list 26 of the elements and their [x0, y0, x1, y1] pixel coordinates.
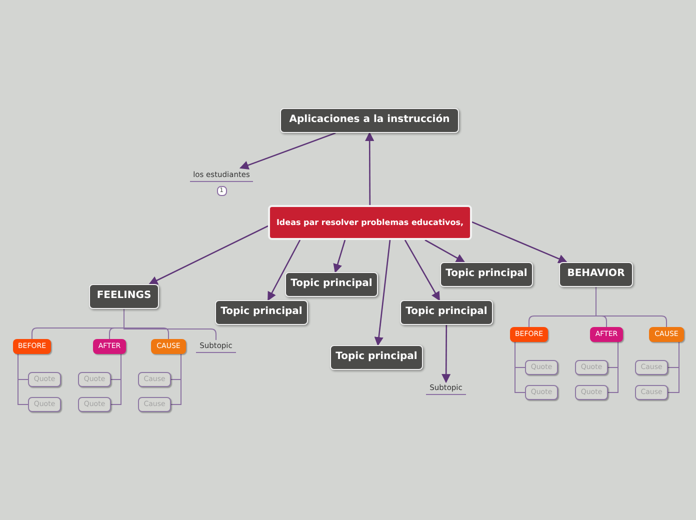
topic-box: Topic principal	[400, 300, 493, 325]
connector-line	[668, 342, 680, 393]
topic-box: Topic principal	[215, 300, 308, 325]
connector-line	[170, 354, 182, 405]
topic-box: Topic principal	[285, 272, 378, 297]
topic-box: BEHAVIOR	[559, 262, 633, 287]
arrow	[268, 240, 301, 301]
arrow	[442, 325, 451, 384]
topic-box: Aplicaciones a la instrucción	[280, 108, 459, 133]
arrow	[472, 221, 568, 264]
arrow	[365, 132, 374, 205]
arrow	[374, 240, 391, 346]
connector-line	[110, 354, 122, 405]
connector-line	[514, 342, 526, 393]
connector-line	[596, 286, 667, 328]
connector-line	[18, 354, 28, 405]
arrow	[424, 239, 466, 263]
connector-line	[608, 342, 618, 393]
arrow	[333, 240, 346, 274]
central-topic-box: Ideas par resolver problemas educativos,	[268, 205, 472, 240]
topic-box: Topic principal	[440, 262, 533, 287]
topic-box: Topic principal	[330, 345, 423, 370]
arrow	[404, 240, 440, 301]
topic-box: FEELINGS	[89, 284, 159, 309]
arrow	[239, 132, 336, 170]
arrow	[148, 225, 268, 285]
